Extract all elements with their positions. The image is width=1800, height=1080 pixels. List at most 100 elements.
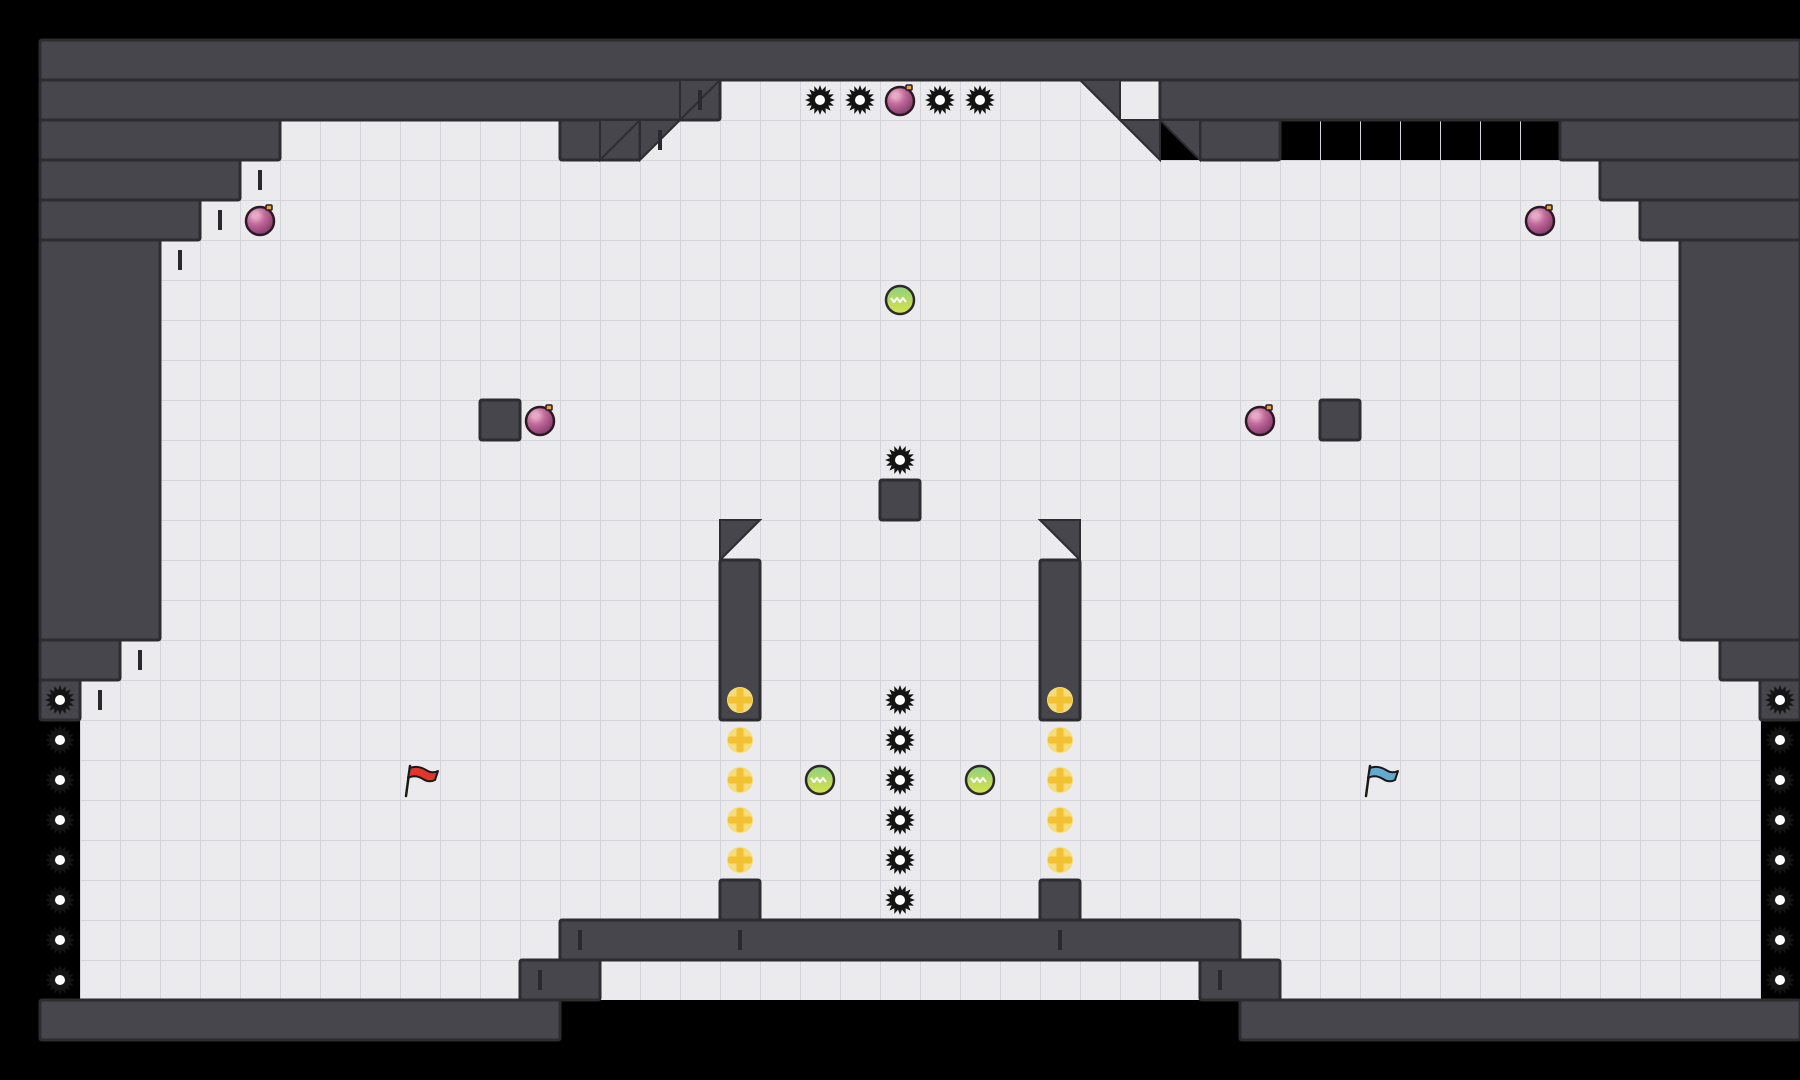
wall-slope: [599, 119, 643, 163]
shield-pickup-body: [964, 764, 996, 796]
spike-icon: [1765, 685, 1795, 715]
spike-center: [1775, 815, 1785, 825]
spike-icon: [885, 885, 915, 915]
wall-block: [1558, 118, 1800, 162]
wall-slope: [1117, 119, 1161, 163]
bomb-shine: [1531, 213, 1539, 219]
wall-notch: [218, 210, 222, 230]
shield-pickup-stripes: [890, 297, 907, 303]
shield-pickup-body: [884, 284, 916, 316]
wall-block: [1598, 158, 1800, 202]
spike-center: [1775, 895, 1785, 905]
spike-center: [855, 95, 865, 105]
items-layer: [45, 84, 1795, 995]
wall-notch: [138, 650, 142, 670]
spike-icon: [1765, 765, 1795, 795]
spike-icon: [45, 885, 75, 915]
wall-block: [878, 478, 922, 522]
wall-notch: [98, 690, 102, 710]
wall-block: [38, 158, 242, 202]
wall-block: [38, 118, 282, 162]
shield-pickup-stripes: [810, 777, 827, 783]
spike-icon: [885, 845, 915, 875]
bomb-fuse: [1545, 204, 1553, 211]
wall-block: [1638, 198, 1800, 242]
wall-block: [38, 238, 162, 642]
wall-notch: [1218, 970, 1222, 990]
boost-pad-icon: [727, 727, 753, 753]
bomb-body: [1524, 205, 1556, 237]
wall-slope: [1157, 119, 1201, 163]
spike-center: [55, 815, 65, 825]
spike-center: [55, 855, 65, 865]
bomb-icon: [884, 84, 916, 117]
wall-block: [1038, 878, 1082, 922]
spike-center: [895, 815, 905, 825]
wall-block: [1158, 78, 1800, 122]
spike-icon: [1765, 885, 1795, 915]
spike-icon: [1765, 805, 1795, 835]
spike-icon: [885, 765, 915, 795]
bomb-body: [244, 205, 276, 237]
spike-icon: [45, 925, 75, 955]
floor-layer: [80, 80, 1761, 1000]
shield-pickup-icon: [964, 764, 996, 796]
spike-center: [935, 95, 945, 105]
wall-block: [718, 878, 762, 922]
spike-icon: [885, 805, 915, 835]
spike-icon: [45, 685, 75, 715]
wall-block: [38, 78, 722, 122]
spike-center: [1775, 775, 1785, 785]
bomb-shine: [251, 213, 259, 219]
boost-pad-icon: [1047, 767, 1073, 793]
wall-block: [1678, 238, 1800, 642]
boost-pad-bar-h: [728, 696, 752, 704]
spike-center: [1775, 935, 1785, 945]
walls-layer: [38, 38, 1800, 1042]
wall-block: [1198, 118, 1282, 162]
spike-icon: [1765, 845, 1795, 875]
wall-slope: [1077, 79, 1121, 123]
wall-notch: [178, 250, 182, 270]
bomb-icon: [524, 404, 556, 437]
shield-pickup-icon: [804, 764, 836, 796]
boost-pad-bar-h: [728, 816, 752, 824]
wall-block: [478, 398, 522, 442]
wall-block: [1318, 398, 1362, 442]
spike-center: [895, 455, 905, 465]
spike-icon: [1765, 725, 1795, 755]
spike-icon: [45, 765, 75, 795]
boost-pad-bar-h: [1048, 816, 1072, 824]
spike-icon: [885, 685, 915, 715]
boost-pad-icon: [1047, 727, 1073, 753]
spike-icon: [45, 965, 75, 995]
wall-notch: [658, 130, 662, 150]
bomb-fuse: [545, 404, 553, 411]
spike-icon: [965, 85, 995, 115]
spike-icon: [1765, 925, 1795, 955]
boost-pad-bar-h: [1048, 776, 1072, 784]
boost-pad-bar-h: [1048, 856, 1072, 864]
boost-pad-icon: [727, 687, 753, 713]
wall-block: [38, 998, 562, 1042]
spike-center: [55, 935, 65, 945]
flag-cloth: [407, 765, 439, 783]
spike-icon: [925, 85, 955, 115]
spike-center: [1775, 735, 1785, 745]
boost-pad-bar-h: [1048, 736, 1072, 744]
wall-notch: [738, 930, 742, 950]
wall-block: [38, 638, 122, 682]
spike-center: [55, 775, 65, 785]
bomb-icon: [244, 204, 276, 237]
bomb-icon: [1244, 404, 1276, 437]
shield-pickup-stripes: [970, 777, 987, 783]
bomb-fuse: [265, 204, 273, 211]
spike-center: [815, 95, 825, 105]
boost-pad-icon: [727, 847, 753, 873]
spike-center: [55, 975, 65, 985]
boost-pad-icon: [1047, 807, 1073, 833]
wall-notch: [698, 90, 702, 110]
bomb-fuse: [1265, 404, 1273, 411]
